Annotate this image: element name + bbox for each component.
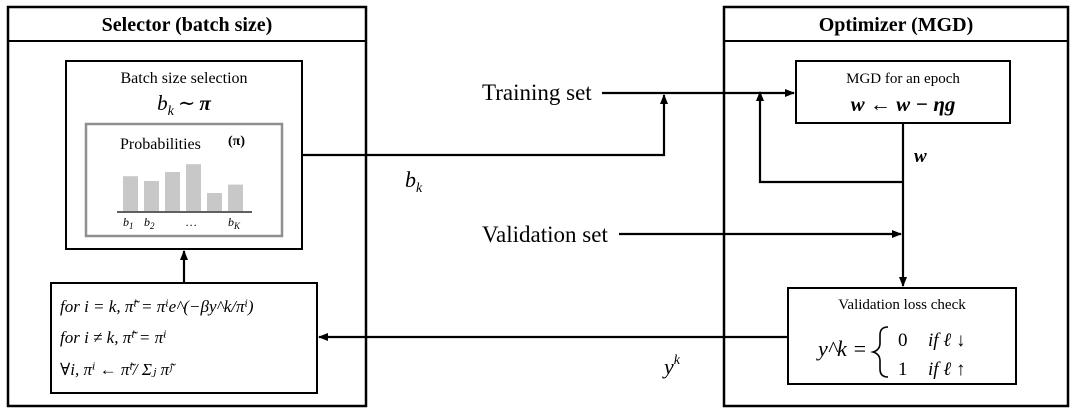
mgd-update: w ← w − ηg xyxy=(851,92,956,116)
bar-tick-label: b1 xyxy=(123,215,134,231)
update-rule-1: for i = k, π̃ⁱ = πⁱe^(−βy^k/πⁱ) xyxy=(60,297,254,316)
validation-check-heading: Validation loss check xyxy=(838,297,966,313)
selector-panel: Selector (batch size) Batch size selecti… xyxy=(6,5,368,408)
cases-brace xyxy=(870,326,889,378)
validation-set-label: Validation set xyxy=(482,222,608,247)
training-set-label: Training set xyxy=(482,80,592,105)
case-0-value: 0 xyxy=(898,330,908,351)
probability-bar xyxy=(165,172,180,211)
batch-selection-box xyxy=(65,60,303,250)
bar-tick-labels: b1 b2 … bK xyxy=(123,215,241,231)
batch-size-label: bk xyxy=(405,167,423,196)
probabilities-label: Probabilities xyxy=(120,136,201,153)
w-label: w xyxy=(914,146,927,167)
update-rule-3: ∀i, πⁱ ← π̃ⁱ/ Σⱼ π̃ʲ xyxy=(60,360,176,379)
probability-bar xyxy=(207,193,222,211)
feedback-label: yk xyxy=(662,353,681,379)
probabilities-symbol: (π) xyxy=(228,134,245,149)
probability-bar xyxy=(186,164,201,211)
selector-title-bar xyxy=(7,6,367,42)
w-feedback-loop-arrow xyxy=(756,91,903,184)
optimizer-title: Optimizer (MGD) xyxy=(819,14,974,36)
optimizer-panel: Optimizer (MGD) MGD for an epoch w ← w −… xyxy=(722,5,1070,408)
probability-bar xyxy=(123,176,138,211)
batch-selection-formula: bk∼π xyxy=(157,91,211,119)
case-1-condition: if ℓ ↑ xyxy=(928,359,965,380)
selector-title: Selector (batch size) xyxy=(102,14,273,36)
validation-lhs: y^k = xyxy=(816,336,867,361)
flows: Training set bk Validation set yk xyxy=(302,80,902,379)
probabilities-box xyxy=(84,122,284,238)
bar-tick-label: b2 xyxy=(144,215,155,231)
batch-size-arrow xyxy=(302,94,668,157)
batch-selection-heading: Batch size selection xyxy=(120,70,247,87)
probability-bar xyxy=(144,181,159,211)
probability-bars xyxy=(123,164,243,211)
case-0-condition: if ℓ ↓ xyxy=(928,330,965,351)
mgd-heading: MGD for an epoch xyxy=(846,71,960,87)
case-1-value: 1 xyxy=(898,359,908,380)
bar-tick-label: … xyxy=(186,215,197,229)
optimizer-title-bar xyxy=(723,6,1069,42)
bar-tick-label: bK xyxy=(228,215,241,231)
update-rule-2: for i ≠ k, π̃ⁱ = πⁱ xyxy=(60,328,167,347)
probability-bar xyxy=(228,184,243,211)
